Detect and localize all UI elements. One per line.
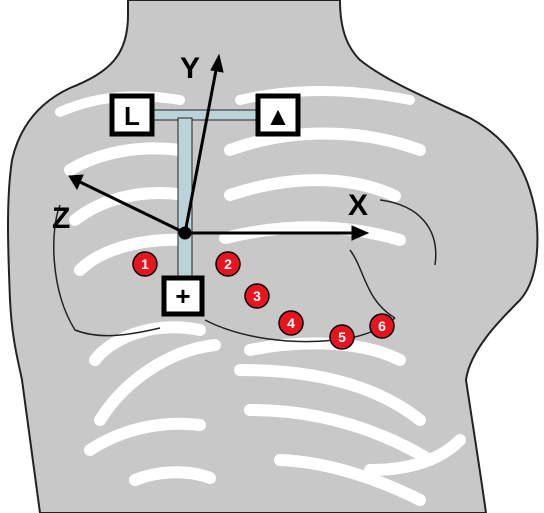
- electrode-1: 1: [133, 252, 157, 276]
- electrode-5-label: 5: [338, 329, 346, 345]
- lead-label-right: ▲: [265, 101, 291, 131]
- electrode-6: 6: [370, 314, 394, 338]
- electrode-4-label: 4: [287, 315, 295, 331]
- electrode-3-label: 3: [253, 288, 261, 304]
- lead-label-left: L: [124, 101, 140, 131]
- electrode-6-label: 6: [378, 318, 386, 334]
- electrode-4: 4: [279, 311, 303, 335]
- lead-label-foot: +: [175, 281, 190, 311]
- y-axis-label: Y: [180, 52, 200, 85]
- lead-box-foot: +: [164, 278, 202, 314]
- lead-box-left: L: [112, 96, 152, 134]
- electrode-5: 5: [330, 325, 354, 349]
- lead-box-right: ▲: [258, 96, 298, 134]
- x-axis-label: X: [348, 189, 368, 222]
- electrode-3: 3: [245, 284, 269, 308]
- z-axis-label: Z: [52, 202, 70, 235]
- electrode-2: 2: [216, 252, 240, 276]
- electrode-2-label: 2: [224, 256, 232, 272]
- electrode-1-label: 1: [141, 256, 149, 272]
